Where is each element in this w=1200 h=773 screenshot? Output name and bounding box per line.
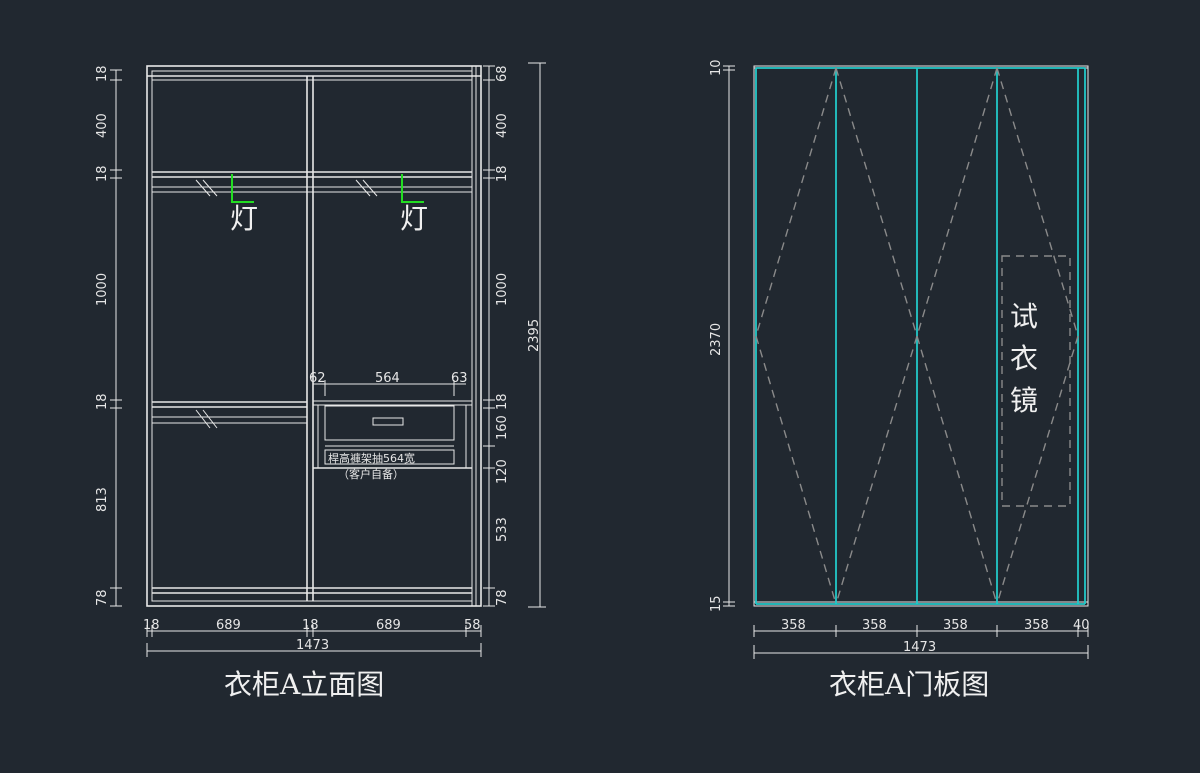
pant-rack <box>324 449 455 465</box>
left-dim-2: 400 <box>95 113 110 138</box>
hatch-mark <box>195 409 211 429</box>
door-bottom-dim-1: 358 <box>781 618 806 633</box>
hatch-mark <box>362 179 378 197</box>
overall-width-label: 1473 <box>296 638 329 653</box>
elevation-drawing: 灯 灯 桿高褲架抽564宽 （客户自备） 62 564 63 <box>95 62 546 701</box>
hatch-mark <box>202 179 218 197</box>
drawer-front <box>324 405 455 441</box>
mirror-outline <box>1001 255 1071 507</box>
drawer-handle <box>372 417 404 426</box>
right-dim-8: 533 <box>495 517 510 542</box>
bottom-dimension-chain: 18 689 18 689 58 1473 <box>143 618 482 657</box>
cabinet-outer-frame <box>146 65 482 607</box>
hatch-mark <box>195 179 211 197</box>
drawer-dim-mid: 564 <box>375 371 400 386</box>
door-left-dim-2: 2370 <box>709 323 724 356</box>
left-dim-6: 813 <box>95 487 110 512</box>
lamp-label-left: 灯 <box>230 202 258 235</box>
bottom-dim-4: 689 <box>376 618 401 633</box>
right-dim-1: 68 <box>495 65 510 82</box>
left-dim-7: 78 <box>95 589 110 606</box>
bottom-dim-3: 18 <box>302 618 319 633</box>
drawer-note: 桿高褲架抽564宽 <box>328 451 415 465</box>
elevation-title: 衣柜A立面图 <box>224 668 384 701</box>
right-dim-3: 18 <box>495 165 510 182</box>
right-dim-7: 120 <box>495 459 510 484</box>
door-bottom-dim-3: 358 <box>943 618 968 633</box>
door-swing-diagonal <box>996 67 1079 605</box>
left-dim-3: 18 <box>95 165 110 182</box>
right-dim-5: 18 <box>495 393 510 410</box>
right-dim-2: 400 <box>495 113 510 138</box>
mirror-label-3: 镜 <box>1010 384 1038 417</box>
bottom-dim-5: 58 <box>464 618 481 633</box>
left-dim-1: 18 <box>95 65 110 82</box>
left-dim-4: 1000 <box>95 273 110 306</box>
overall-height-label: 2395 <box>527 319 542 352</box>
door-bottom-dim-5: 40 <box>1073 618 1090 633</box>
right-dimension-chain: 68 400 18 1000 18 160 120 533 78 <box>483 65 510 607</box>
door-overall-width-label: 1473 <box>903 640 936 655</box>
left-dim-5: 18 <box>95 393 110 410</box>
door-left-dim-3: 15 <box>709 595 724 612</box>
cabinet-inner-frame <box>151 70 473 602</box>
drawer-dim-right: 63 <box>451 371 468 386</box>
door-bottom-dim-2: 358 <box>862 618 887 633</box>
door-panel-drawing: 试 衣 镜 10 2370 15 358 358 358 358 <box>709 59 1090 701</box>
door-swing-diagonal <box>835 67 918 605</box>
drawer-note-2: （客户自备） <box>338 467 404 481</box>
left-dimension-chain: 18 400 18 1000 18 813 78 <box>95 65 122 607</box>
lamp-label-right: 灯 <box>400 202 428 235</box>
door-outer-frame <box>753 65 1089 607</box>
lamp-icon <box>401 174 424 203</box>
hatch-mark <box>355 179 371 197</box>
door-left-dim-1: 10 <box>709 59 724 76</box>
door-bottom-dimension-chain: 358 358 358 358 40 1473 <box>753 618 1090 659</box>
door-left-dimension-chain: 10 2370 15 <box>709 59 735 612</box>
door-swing-diagonal <box>916 67 998 605</box>
lamp-icon <box>231 174 254 203</box>
mirror-label-1: 试 <box>1010 300 1038 333</box>
door-bottom-dim-4: 358 <box>1024 618 1049 633</box>
mirror-label-2: 衣 <box>1010 342 1038 375</box>
drawer-dim-left: 62 <box>309 371 326 386</box>
door-swing-diagonal <box>755 67 837 605</box>
right-dim-6: 160 <box>495 415 510 440</box>
right-dim-9: 78 <box>495 589 510 606</box>
right-dim-4: 1000 <box>495 273 510 306</box>
bottom-dim-2: 689 <box>216 618 241 633</box>
overall-height-dimension: 2395 <box>527 62 546 608</box>
bottom-dim-1: 18 <box>143 618 160 633</box>
hatch-mark <box>202 409 218 429</box>
door-title: 衣柜A门板图 <box>829 668 989 701</box>
